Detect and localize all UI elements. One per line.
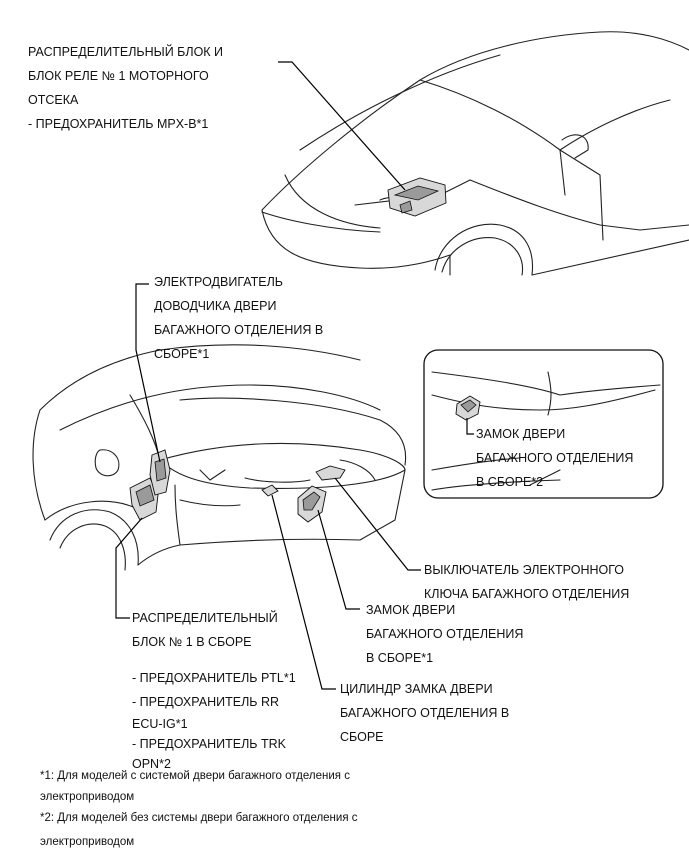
callout-line: ЗАМОК ДВЕРИ	[476, 427, 566, 441]
callout-line: СБОРЕ	[340, 730, 384, 744]
front-car-drawing	[261, 31, 689, 276]
leader-lines	[115, 61, 474, 690]
callout-junction-block: РАСПРЕДЕЛИТЕЛЬНЫЙ БЛОК № 1 В СБОРЕ	[132, 606, 278, 654]
callout-line: РАСПРЕДЕЛИТЕЛЬНЫЙ	[132, 611, 278, 625]
callout-line: РАСПРЕДЕЛИТЕЛЬНЫЙ БЛОК И	[28, 45, 224, 59]
callout-line: ЭЛЕКТРОДВИГАТЕЛЬ	[154, 275, 283, 289]
fuse-list: - ПРЕДОХРАНИТЕЛЬ PTL*1 - ПРЕДОХРАНИТЕЛЬ …	[132, 666, 296, 774]
callout-line: БАГАЖНОГО ОТДЕЛЕНИЯ В	[340, 706, 510, 720]
callout-line: БЛОК РЕЛЕ № 1 МОТОРНОГО	[28, 69, 209, 83]
rear-parts	[129, 449, 346, 523]
rear-car-drawing	[32, 344, 407, 571]
footnote-line: электроприводом	[40, 791, 135, 803]
fuse-line: - ПРЕДОХРАНИТЕЛЬ RR	[132, 695, 280, 709]
callout-line: ЗАМОК ДВЕРИ	[366, 603, 456, 617]
callout-lock-cylinder: ЦИЛИНДР ЗАМКА ДВЕРИ БАГАЖНОГО ОТДЕЛЕНИЯ …	[340, 677, 509, 749]
footnote-line: *1: Для моделей с системой двери багажно…	[40, 770, 350, 782]
callout-closer-motor: ЭЛЕКТРОДВИГАТЕЛЬ ДОВОДЧИКА ДВЕРИ БАГАЖНО…	[154, 270, 323, 366]
fuse-line: - ПРЕДОХРАНИТЕЛЬ TRK	[132, 737, 286, 751]
callout-line: ВЫКЛЮЧАТЕЛЬ ЭЛЕКТРОННОГО	[424, 563, 625, 577]
callout-line: КЛЮЧА БАГАЖНОГО ОТДЕЛЕНИЯ	[424, 587, 630, 601]
callout-line: - ПРЕДОХРАНИТЕЛЬ MPX-B*1	[28, 117, 209, 131]
callout-line: БЛОК № 1 В СБОРЕ	[132, 635, 252, 649]
callout-trunk-lock: ЗАМОК ДВЕРИ БАГАЖНОГО ОТДЕЛЕНИЯ В СБОРЕ*…	[366, 598, 523, 670]
lock-cylinder-part	[261, 484, 279, 497]
fuse-line: OPN*2	[132, 757, 171, 771]
key-switch-part	[315, 465, 346, 481]
callout-engine-relay-block: РАСПРЕДЕЛИТЕЛЬНЫЙ БЛОК И БЛОК РЕЛЕ № 1 М…	[28, 40, 223, 136]
callout-line: БАГАЖНОГО ОТДЕЛЕНИЯ	[476, 451, 634, 465]
footnote-line: электроприводом	[40, 836, 135, 848]
footnote-line: *2: Для моделей без системы двери багажн…	[40, 812, 358, 824]
callout-line: ОТСЕКА	[28, 93, 79, 107]
callout-key-switch: ВЫКЛЮЧАТЕЛЬ ЭЛЕКТРОННОГО КЛЮЧА БАГАЖНОГО…	[424, 558, 629, 606]
callout-line: В СБОРЕ*1	[366, 651, 434, 665]
callout-line: БАГАЖНОГО ОТДЕЛЕНИЯ В	[154, 323, 324, 337]
footnotes: *1: Для моделей с системой двери багажно…	[40, 764, 358, 854]
callout-line: БАГАЖНОГО ОТДЕЛЕНИЯ	[366, 627, 524, 641]
engine-relay-block	[387, 177, 447, 217]
callout-line: В СБОРЕ*2	[476, 475, 544, 489]
fuse-line: - ПРЕДОХРАНИТЕЛЬ PTL*1	[132, 671, 296, 685]
callout-line: ЦИЛИНДР ЗАМКА ДВЕРИ	[340, 682, 493, 696]
fuse-line: ECU-IG*1	[132, 717, 188, 731]
callout-inset-trunk-lock: ЗАМОК ДВЕРИ БАГАЖНОГО ОТДЕЛЕНИЯ В СБОРЕ*…	[476, 422, 633, 494]
inset-box	[423, 349, 664, 499]
callout-line: ДОВОДЧИКА ДВЕРИ	[154, 299, 277, 313]
callout-line: СБОРЕ*1	[154, 347, 210, 361]
